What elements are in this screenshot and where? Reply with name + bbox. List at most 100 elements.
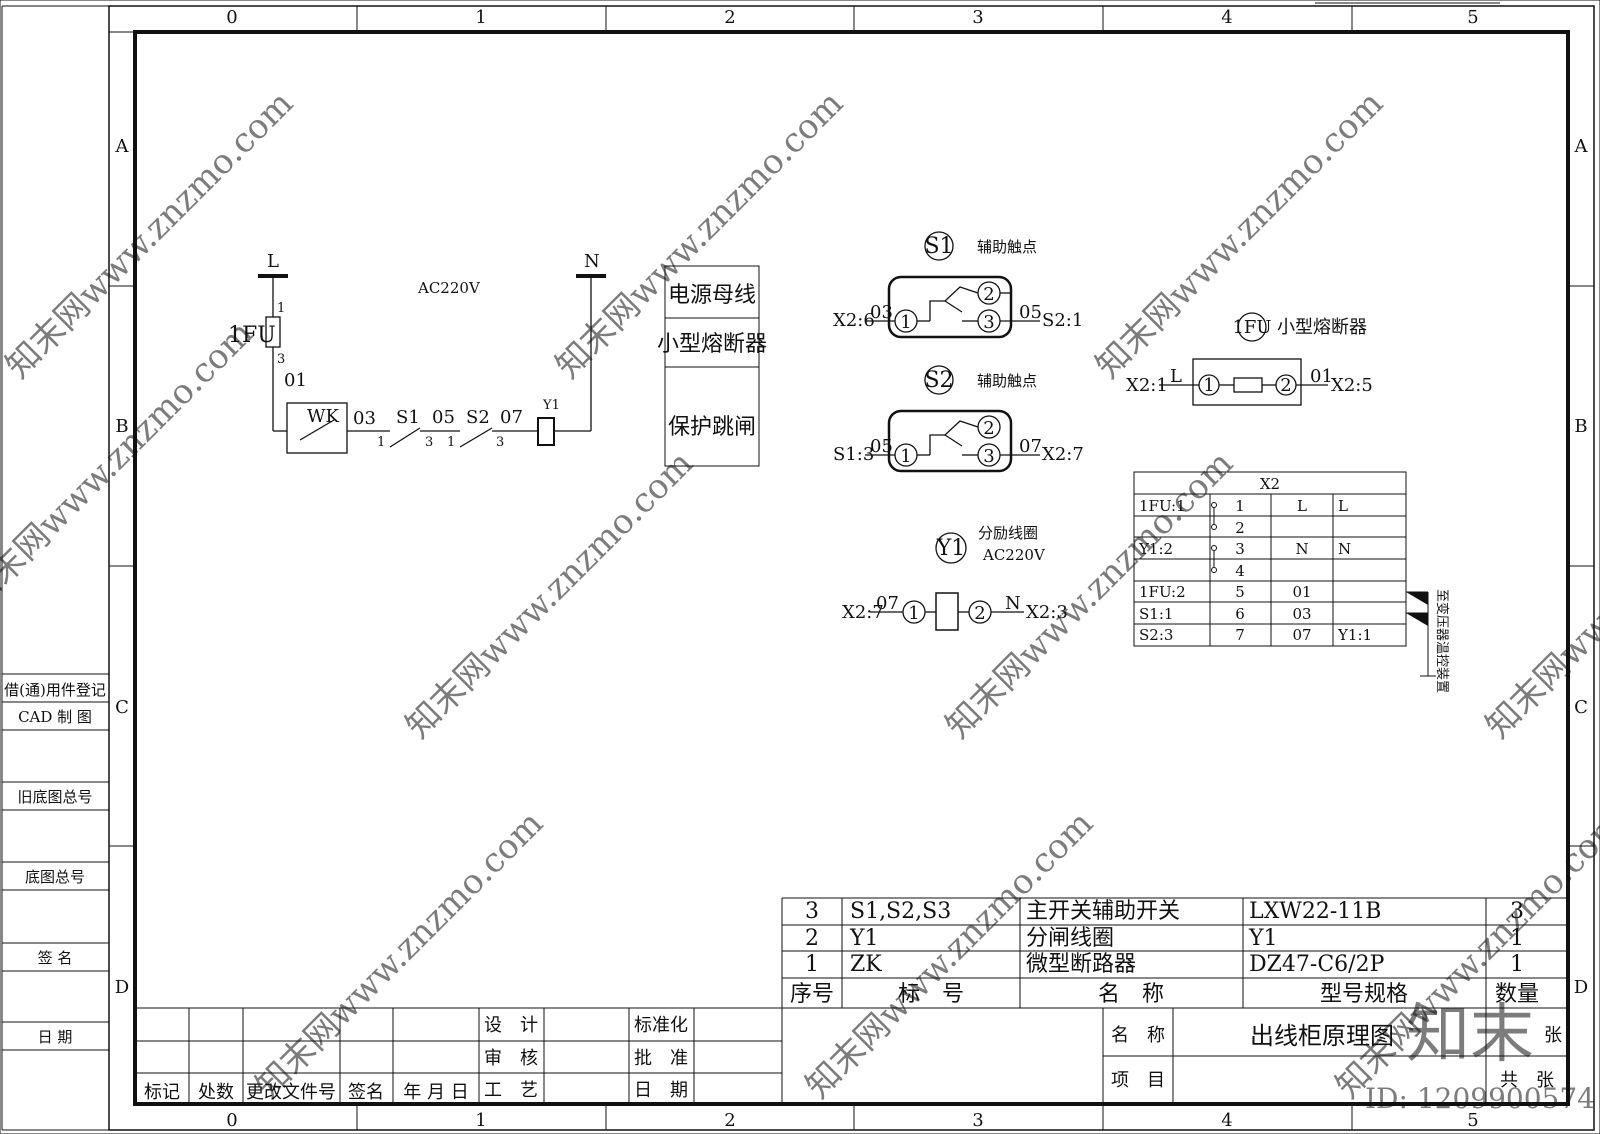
- svg-text:4: 4: [1235, 562, 1245, 580]
- svg-text:01: 01: [1310, 366, 1333, 387]
- svg-text:3: 3: [983, 312, 994, 333]
- svg-text:03: 03: [870, 302, 893, 323]
- svg-text:Y1:1: Y1:1: [1337, 626, 1372, 644]
- svg-text:3: 3: [277, 352, 285, 367]
- svg-text:N: N: [1338, 540, 1351, 558]
- bom-header: 序号: [790, 982, 834, 1007]
- svg-text:L: L: [1338, 497, 1348, 515]
- svg-text:1FU:1: 1FU:1: [1139, 497, 1186, 515]
- side-label: CAD 制 图: [18, 708, 92, 726]
- svg-text:X2:3: X2:3: [1026, 602, 1068, 623]
- side-label: 日 期: [38, 1028, 73, 1046]
- svg-text:小型熔断器: 小型熔断器: [1277, 317, 1367, 338]
- row-label: D: [1574, 977, 1588, 998]
- svg-text:X2:1: X2:1: [1126, 375, 1168, 396]
- svg-text:Y1: Y1: [936, 536, 966, 561]
- svg-text:2: 2: [974, 603, 985, 624]
- svg-text:2: 2: [1280, 375, 1291, 396]
- bom-header: 名 称: [1098, 982, 1164, 1007]
- svg-text:L: L: [1170, 366, 1182, 387]
- svg-text:X2:7: X2:7: [842, 602, 884, 623]
- svg-text:DZ47-C6/2P: DZ47-C6/2P: [1249, 952, 1385, 977]
- svg-text:5: 5: [1235, 583, 1245, 601]
- column-label: 1: [475, 7, 486, 28]
- svg-text:3: 3: [425, 435, 433, 450]
- svg-text:分励线圈: 分励线圈: [978, 524, 1038, 542]
- side-panel: [1, 5, 109, 1131]
- title-block-labels: 标记 处数 更改文件号 签名 年 月 日 设 计 审 核 工 艺 标准化 批 准…: [144, 1015, 1562, 1103]
- s2-contact-labels: S2 辅助触点 1 2 3 S1:3 05 07 X2:7: [833, 368, 1084, 467]
- svg-text:07: 07: [500, 407, 523, 428]
- svg-text:05: 05: [432, 407, 455, 428]
- svg-text:1: 1: [1510, 926, 1524, 951]
- svg-text:S1:1: S1:1: [1139, 605, 1173, 623]
- svg-text:Y1:2: Y1:2: [1138, 540, 1173, 558]
- svg-text:Y1: Y1: [849, 926, 879, 951]
- y1-coil-detail: [870, 532, 1024, 631]
- column-label: 3: [972, 1110, 983, 1131]
- title-block: [135, 1007, 1568, 1104]
- svg-text:7: 7: [1235, 626, 1245, 644]
- svg-text:审 核: 审 核: [484, 1048, 538, 1069]
- bom-header: 标 号: [898, 982, 964, 1007]
- svg-text:更改文件号: 更改文件号: [246, 1082, 336, 1103]
- legend-item: 电源母线: [668, 283, 756, 308]
- svg-text:X2:7: X2:7: [1042, 444, 1084, 465]
- watermark-id: ID: 1209900574: [1365, 1082, 1595, 1115]
- row-label: A: [1574, 136, 1589, 157]
- svg-text:1: 1: [900, 312, 911, 333]
- svg-text:张: 张: [1544, 1025, 1562, 1046]
- row-label: D: [115, 977, 129, 998]
- svg-text:1: 1: [1235, 497, 1245, 515]
- svg-text:05: 05: [870, 436, 893, 457]
- svg-text:签名: 签名: [348, 1082, 384, 1103]
- svg-text:3: 3: [1510, 899, 1524, 924]
- column-label: 4: [1221, 7, 1232, 28]
- svg-text:名 称: 名 称: [1111, 1025, 1165, 1046]
- frame-row-labels: A B C D A B C D: [115, 136, 1589, 998]
- column-label: 3: [972, 7, 983, 28]
- svg-text:分闸线圈: 分闸线圈: [1026, 926, 1114, 951]
- svg-text:L: L: [1297, 497, 1307, 515]
- svg-text:01: 01: [1292, 583, 1311, 601]
- bom-cells: 3 S1,S2,S3 主开关辅助开关 LXW22-11B 3 2 Y1 分闸线圈…: [790, 899, 1539, 1007]
- svg-text:ZK: ZK: [850, 952, 882, 977]
- label-voltage: AC220V: [417, 279, 481, 297]
- column-label: 4: [1221, 1110, 1232, 1131]
- bom-header: 数量: [1495, 982, 1539, 1007]
- label-N: N: [584, 251, 600, 272]
- terminal-table: [1133, 471, 1436, 677]
- svg-text:S1: S1: [396, 407, 420, 428]
- column-label: 0: [226, 7, 237, 28]
- svg-text:主开关辅助开关: 主开关辅助开关: [1026, 899, 1180, 924]
- svg-text:处数: 处数: [198, 1082, 234, 1103]
- svg-text:S1: S1: [924, 234, 953, 259]
- svg-text:1: 1: [805, 952, 819, 977]
- svg-text:S2: S2: [924, 368, 953, 393]
- svg-text:N: N: [1005, 593, 1021, 614]
- column-label: 5: [1467, 1110, 1478, 1131]
- svg-text:1: 1: [447, 435, 455, 450]
- bom-table: [781, 897, 1568, 1009]
- row-label: C: [115, 697, 129, 718]
- side-label: 底图总号: [25, 868, 85, 886]
- svg-text:1: 1: [1203, 375, 1214, 396]
- svg-text:辅助触点: 辅助触点: [977, 238, 1037, 256]
- svg-text:3: 3: [983, 446, 994, 467]
- svg-text:LXW22-11B: LXW22-11B: [1249, 899, 1381, 924]
- svg-text:07: 07: [1292, 626, 1311, 644]
- drawing-frame: [108, 2, 1595, 1131]
- svg-text:N: N: [1295, 540, 1308, 558]
- svg-text:AC220V: AC220V: [982, 546, 1046, 564]
- terminal-table-title: X2: [1260, 475, 1280, 493]
- svg-text:共 张: 共 张: [1500, 1070, 1554, 1091]
- svg-text:S2:1: S2:1: [1042, 310, 1083, 331]
- side-panel-labels: 借(通)用件登记 CAD 制 图 旧底图总号 底图总号 签 名 日 期: [4, 681, 106, 1046]
- svg-text:2: 2: [983, 284, 994, 305]
- fuse-detail: [1159, 312, 1328, 406]
- side-label: 旧底图总号: [17, 788, 92, 806]
- svg-text:07: 07: [876, 593, 899, 614]
- fuse-detail-labels: 1FU 小型熔断器 1 2 X2:1 L 01 X2:5: [1126, 317, 1373, 396]
- side-label: 借(通)用件登记: [4, 681, 106, 699]
